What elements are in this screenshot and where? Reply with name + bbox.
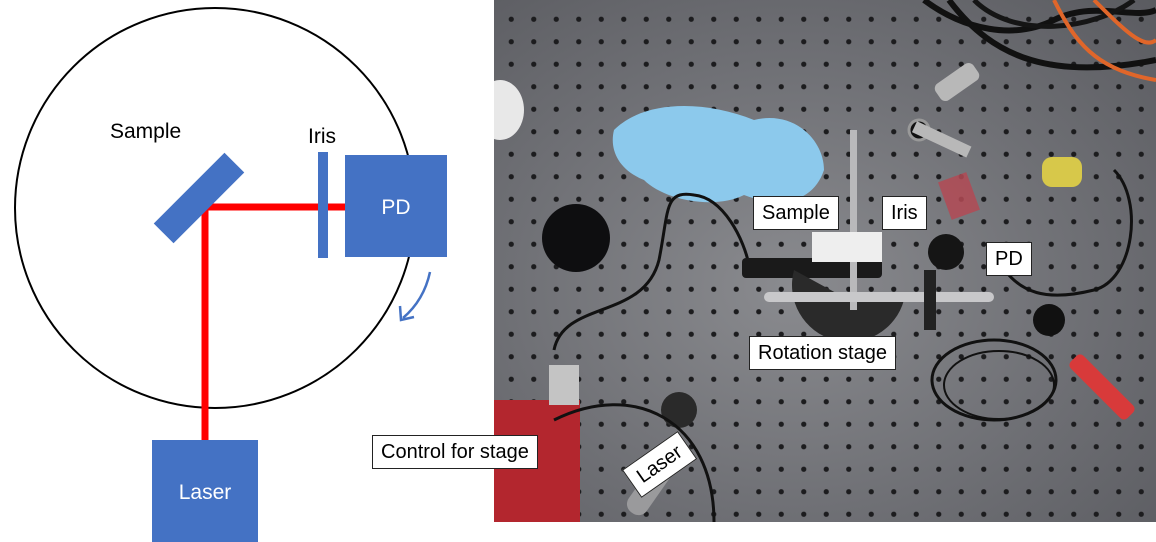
rotation-dial [791, 270, 904, 343]
red-card [938, 172, 980, 220]
pd-post [924, 270, 936, 330]
yellow-box [1042, 157, 1082, 187]
post-rod [850, 130, 857, 310]
rotation-arrow [402, 271, 432, 319]
usb-stick [1069, 354, 1135, 420]
orange-cable-2 [1092, 0, 1156, 45]
photo-label-iris: Iris [882, 196, 927, 230]
pd-mount [928, 234, 964, 270]
pd-label: PD [381, 196, 410, 219]
coiled-cable [930, 338, 1058, 422]
stage-arm [742, 258, 882, 278]
photo-label-control-for-stage: Control for stage [372, 435, 538, 469]
horizontal-rail [764, 292, 994, 302]
iris-label: Iris [308, 125, 336, 148]
black-cable-top-3 [972, 0, 1136, 29]
laser-box [152, 440, 258, 542]
connector [934, 62, 980, 102]
small-black-disk [1033, 304, 1065, 336]
photodetector-box [345, 155, 447, 257]
controller-connector [549, 365, 579, 405]
pd-cable [992, 168, 1133, 297]
sample-plate [153, 152, 245, 244]
photo-objects [494, 0, 1156, 522]
blue-glove [612, 106, 824, 203]
photo-label-sample: Sample [753, 196, 839, 230]
photo-label-pd: PD [986, 242, 1032, 276]
setup-schematic: Sample Iris PD Laser [14, 7, 447, 542]
optic-tube [911, 121, 972, 158]
setup-photo: Sample Iris PD Rotation stage Laser [494, 0, 1156, 522]
sample-holder [812, 232, 882, 262]
black-disk [542, 204, 610, 272]
iris-plate [318, 152, 328, 258]
laser-mount [661, 392, 697, 428]
controller-cable [552, 192, 751, 351]
coiled-cable-2 [943, 350, 1055, 420]
black-cable-top-2 [946, 0, 1156, 71]
laser-cable [553, 403, 716, 522]
photo-label-rotation-stage: Rotation stage [749, 336, 896, 370]
white-cup [494, 80, 524, 140]
laser-label: Laser [179, 481, 232, 504]
rotation-arrowhead [398, 305, 415, 322]
black-cable-top [922, 0, 1156, 34]
orange-cable [1052, 0, 1156, 82]
sample-label: Sample [110, 120, 181, 143]
